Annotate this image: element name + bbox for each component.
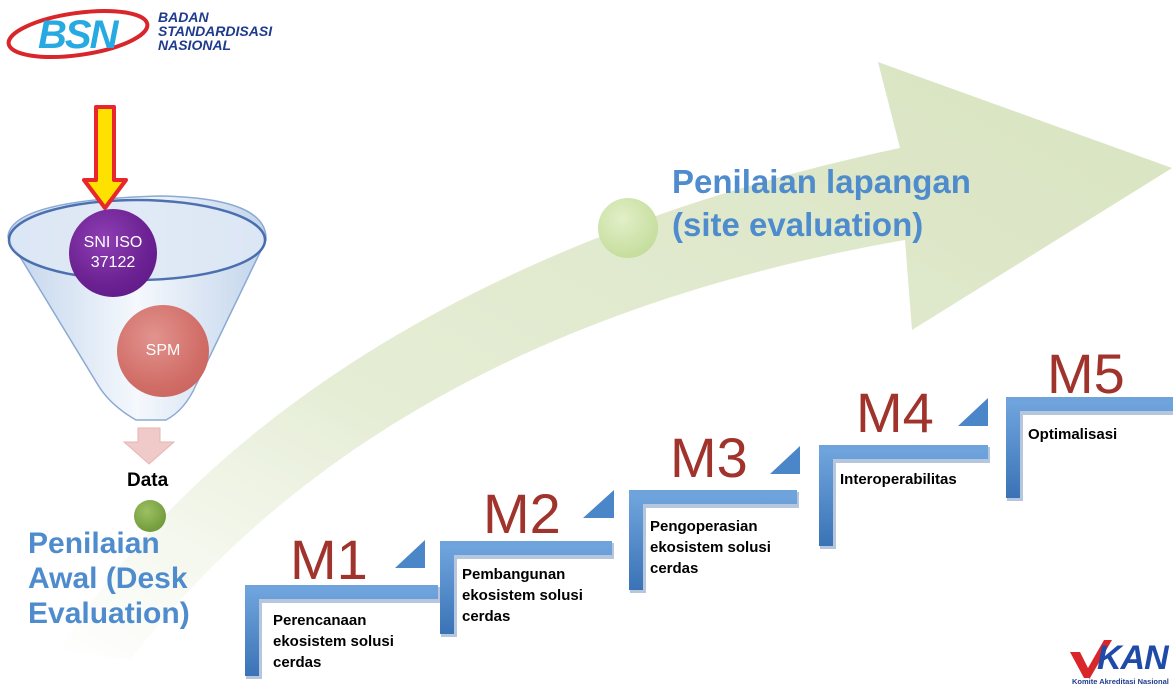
step-bracket-m3 [629, 446, 800, 593]
step-bracket-m5 [1006, 397, 1173, 501]
bubble-label-line: SPM [145, 342, 181, 359]
kan-logo-mark [1070, 640, 1112, 678]
desk-evaluation-line: Evaluation) [28, 597, 190, 630]
step-desc-line: cerdas [650, 560, 699, 577]
desk-evaluation-title: Penilaian Awal (Desk Evaluation) [28, 526, 228, 631]
desk-evaluation-line: Awal (Desk [28, 562, 188, 595]
sni-iso-bubble: SNI ISO 37122 [69, 209, 157, 297]
site-evaluation-line: Penilaian lapangan [672, 163, 971, 200]
step-desc-m4: Interoperabilitas [840, 469, 957, 490]
step-code-m3: M3 [670, 426, 748, 489]
step-code-m1: M1 [290, 528, 368, 591]
bubble-label-line: 37122 [90, 254, 136, 271]
step-desc-line: Pengoperasian [650, 518, 758, 535]
step-desc-line: Interoperabilitas [840, 471, 957, 488]
step-desc-m2: Pembangunan ekosistem solusi cerdas [462, 564, 583, 627]
site-evaluation-title: Penilaian lapangan (site evaluation) [672, 160, 1032, 246]
bubble-label-line: SNI ISO [83, 234, 143, 251]
step-desc-line: Pembangunan [462, 566, 566, 583]
step-desc-line: Perencanaan [273, 612, 367, 629]
step-desc-m3: Pengoperasian ekosistem solusi cerdas [650, 516, 771, 579]
step-code-m5: M5 [1047, 342, 1125, 405]
kan-logo-word: KAN [1097, 639, 1169, 677]
svg-text:BSN: BSN [38, 13, 120, 57]
step-desc-line: ekosistem solusi [273, 633, 394, 650]
site-evaluation-dot [598, 198, 658, 258]
output-arrow-icon [122, 427, 176, 465]
input-arrow-icon [82, 105, 128, 210]
bsn-logo-mark: BSN [6, 9, 150, 59]
step-desc-line: cerdas [462, 608, 511, 625]
step-desc-line: ekosistem solusi [650, 539, 771, 556]
kan-logo-tagline: Komite Akreditasi Nasional [1072, 677, 1169, 686]
step-bracket-m1 [245, 540, 440, 679]
step-code-m2: M2 [483, 482, 561, 545]
desk-evaluation-line: Penilaian [28, 527, 160, 560]
step-desc-line: ekosistem solusi [462, 587, 583, 604]
bsn-logo-line: BADAN [158, 9, 209, 25]
bsn-logo-line: NASIONAL [158, 37, 232, 53]
bsn-logo-line: STANDARDISASI [158, 23, 273, 39]
funnel-output-label: Data [127, 470, 169, 491]
step-bracket-m4 [819, 398, 990, 549]
step-desc-line: Optimalisasi [1028, 426, 1118, 443]
spm-bubble: SPM [117, 305, 209, 397]
step-desc-m1: Perencanaan ekosistem solusi cerdas [273, 610, 394, 673]
step-desc-line: cerdas [273, 654, 322, 671]
step-code-m4: M4 [856, 381, 934, 444]
bsn-logo-text: BADAN STANDARDISASI NASIONAL [158, 10, 318, 52]
site-evaluation-arrow [60, 62, 1172, 660]
step-bracket-m2 [440, 490, 614, 637]
site-evaluation-line: (site evaluation) [672, 206, 924, 243]
step-desc-m5: Optimalisasi [1028, 424, 1117, 445]
desk-evaluation-dot [134, 500, 166, 532]
